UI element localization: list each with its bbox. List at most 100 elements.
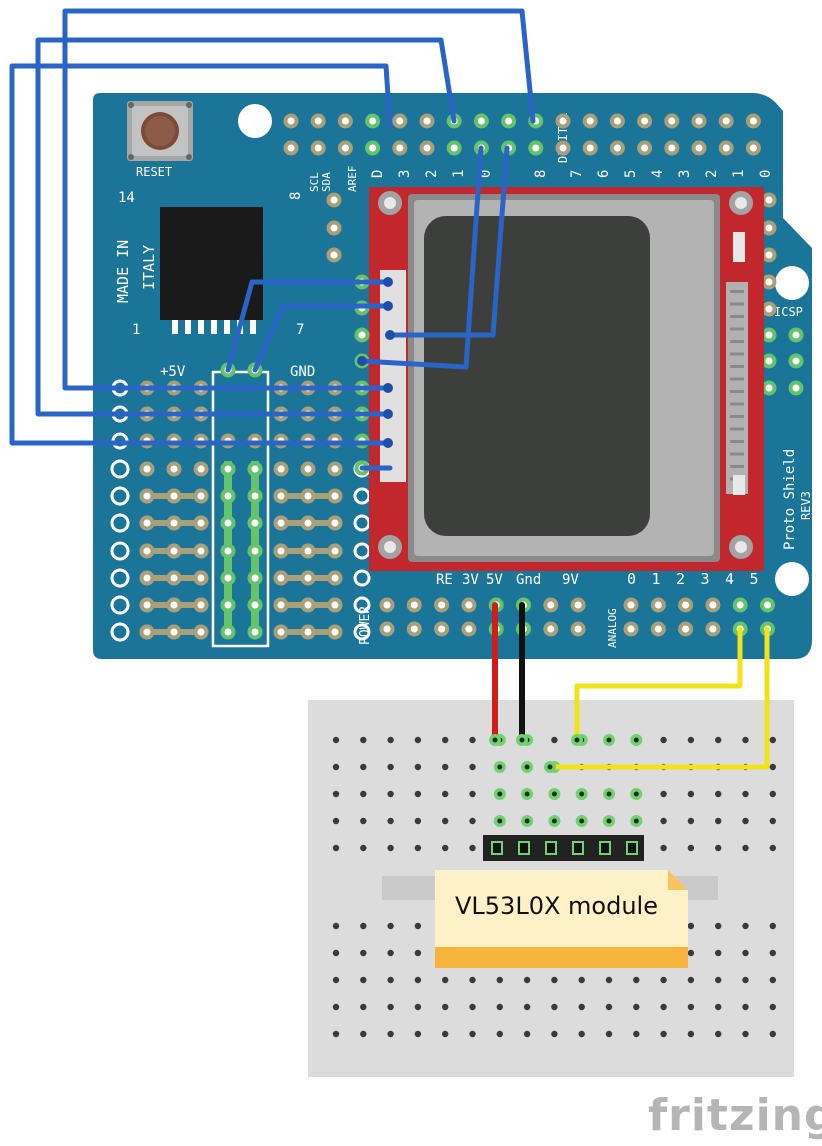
breadboard-hole [551, 736, 558, 744]
pad-ring [110, 568, 130, 588]
made-in-label: MADE IN [114, 240, 132, 303]
solder-pad [543, 621, 559, 637]
solder-pad [273, 488, 289, 504]
reset-button[interactable] [127, 101, 193, 161]
chip-pin-1-label: 1 [132, 322, 140, 338]
solder-pad [166, 461, 182, 477]
solder-pad [327, 488, 343, 504]
solder-pad [327, 597, 343, 613]
solder-pad [461, 621, 477, 637]
breadboard-hole [387, 763, 394, 771]
header-pin [545, 841, 557, 855]
pad-ring [353, 596, 371, 614]
solder-pad [761, 327, 777, 343]
proto-shield-board: RESET 14 1 7 8 MADE IN ITALY +5V GND SCL… [93, 93, 813, 659]
wire-blue [359, 145, 484, 370]
breadboard-hole [442, 1030, 449, 1038]
solder-pad [623, 597, 639, 613]
breadboard-hole [660, 817, 667, 825]
breadboard-hole [387, 817, 394, 825]
wire-endpoint [383, 301, 393, 311]
solder-pad [139, 488, 155, 504]
digital-pin-label: 0 [758, 170, 774, 178]
plus5v-label: +5V [160, 364, 186, 380]
breadboard-hole [360, 844, 367, 852]
solder-pad [745, 113, 761, 129]
breadboard-hole [332, 976, 340, 984]
solder-pad [745, 140, 761, 156]
wire-blue [252, 303, 391, 373]
breadboard-hole [605, 1003, 613, 1011]
solder-pad [327, 624, 343, 640]
note-body [435, 870, 688, 968]
solder-pad [220, 488, 236, 504]
breadboard-hole [687, 922, 695, 930]
chip-leg [211, 320, 217, 334]
chip-leg [185, 320, 191, 334]
breadboard-hole [769, 1030, 776, 1038]
solder-pad [678, 597, 694, 613]
wire-yellow [547, 626, 770, 770]
breadboard-hole [769, 1003, 776, 1011]
solder-pad [788, 327, 804, 343]
analog-label: ANALOG [606, 608, 619, 648]
solder-pad [761, 301, 777, 317]
breadboard-hole [469, 790, 476, 798]
breadboard-hole [469, 817, 476, 825]
solder-pad [220, 461, 236, 477]
breadboard-hole [332, 817, 340, 825]
wire-yellow [574, 626, 743, 743]
solder-pad [273, 624, 289, 640]
breadboard-hole [551, 1030, 558, 1038]
breadboard-hole [414, 922, 422, 930]
solder-pad [247, 461, 263, 477]
digital-pin-label: 5 [623, 170, 639, 178]
header-pin [626, 841, 638, 855]
solder-pad [406, 597, 422, 613]
wire-endpoint [383, 409, 393, 419]
mounting-hole [775, 266, 809, 300]
breadboard-hole [469, 736, 476, 744]
solder-pad [761, 353, 777, 369]
solder-pad [139, 624, 155, 640]
solder-pad [609, 140, 625, 156]
solder-pad [300, 488, 316, 504]
breadboard-hole [414, 844, 422, 852]
chip-pin-8-label: 8 [288, 192, 304, 200]
breadboard-hole [414, 790, 422, 798]
solder-pad [193, 543, 209, 559]
breadboard-hole [387, 736, 394, 744]
solder-pad [273, 543, 289, 559]
breadboard-hole [496, 976, 503, 984]
breadboard-hole [769, 790, 776, 798]
solder-pad [788, 380, 804, 396]
solder-pad [327, 570, 343, 586]
solder-pad [300, 597, 316, 613]
digital-pin-label: 3 [397, 170, 413, 178]
breadboard-hole [742, 844, 749, 852]
solder-pad [300, 543, 316, 559]
solder-pad [300, 461, 316, 477]
breadboard-hole [715, 1003, 722, 1011]
solder-pad [718, 140, 734, 156]
solder-pad [446, 140, 462, 156]
wire-endpoint [357, 356, 367, 366]
nokia-lcd-module [369, 187, 764, 571]
aref-label: AREF [346, 166, 359, 193]
breadboard-hole [769, 763, 776, 771]
breadboard-hole [551, 976, 558, 984]
solder-pad [139, 543, 155, 559]
breadboard-hole [742, 1003, 749, 1011]
solder-pad [300, 515, 316, 531]
breadboard-hole [414, 1003, 422, 1011]
power-pin-label: 5V [486, 572, 503, 588]
wire-endpoint [385, 330, 395, 340]
wire-endpoint [383, 383, 393, 393]
power-pin-label: 9V [562, 572, 579, 588]
breadboard-hole [715, 949, 722, 957]
breadboard-hole [387, 922, 394, 930]
solder-pad [220, 624, 236, 640]
breadboard-hole [387, 844, 394, 852]
